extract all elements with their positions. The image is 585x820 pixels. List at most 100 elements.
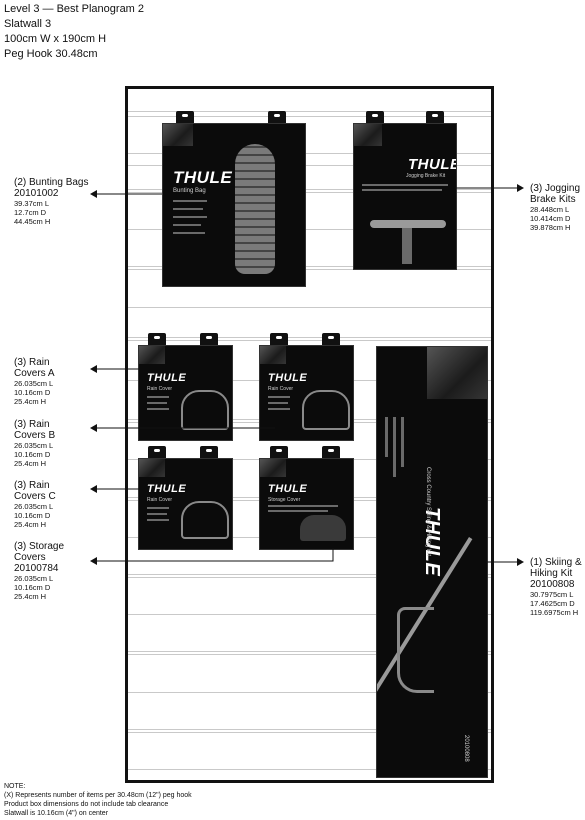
label-rain-covers-c: (3) Rain Covers C 26.035cm L 10.16cm D 2… <box>14 480 56 529</box>
ski-binding-photo <box>397 607 434 693</box>
dim-length: 26.035cm L <box>14 502 54 511</box>
dim-length: 26.035cm L <box>14 574 54 583</box>
product-name: (2) Bunting Bags <box>14 177 89 188</box>
dim-height: 25.4cm H <box>14 520 47 529</box>
product-name: Covers <box>14 552 46 563</box>
jogging-brake-kit-package: THULE Jogging Brake Kit <box>353 123 457 270</box>
label-jogging-brake-kits: (3) Jogging Brake Kits 28.448cm L 10.414… <box>530 183 580 232</box>
brand-logo: THULE <box>147 483 187 495</box>
peg-tab <box>148 446 166 458</box>
product-name: Covers B <box>14 430 56 441</box>
peg-tab <box>322 446 340 458</box>
arrow-icon <box>517 184 524 192</box>
note-line: Slatwall is 10.16cm (4") on center <box>4 810 109 817</box>
trailer-photo <box>181 390 229 430</box>
dim-depth: 10.16cm D <box>14 511 51 520</box>
arrow-icon <box>90 424 97 432</box>
rain-cover-c-package: THULE Rain Cover <box>138 458 233 550</box>
dim-height: 25.4cm H <box>14 459 47 468</box>
dim-height: 44.45cm H <box>14 217 51 226</box>
peg-tab <box>200 333 218 345</box>
brand-logo: THULE <box>147 372 187 384</box>
peg-tab <box>268 111 286 123</box>
planogram-title: Level 3 — Best Planogram 2 <box>4 3 145 15</box>
trailer-photo <box>302 390 350 430</box>
skiing-hiking-kit-package: THULE Cross Country Skiing & Hiking Kit … <box>376 346 488 778</box>
arrow-icon <box>517 558 524 566</box>
product-name: (3) Jogging <box>530 183 581 194</box>
dim-length: 26.035cm L <box>14 379 54 388</box>
label-rain-covers-a: (3) Rain Covers A 26.035cm L 10.16cm D 2… <box>14 357 55 406</box>
product-code: 20101002 <box>14 188 59 199</box>
dim-depth: 10.414cm D <box>530 214 571 223</box>
storage-cover-package: THULE Storage Cover <box>259 458 354 550</box>
product-name: (1) Skiing & <box>530 557 582 568</box>
product-name: (3) Rain <box>14 480 50 491</box>
dim-height: 25.4cm H <box>14 592 47 601</box>
trailer-photo <box>181 501 229 539</box>
dim-length: 26.035cm L <box>14 441 54 450</box>
package-code: 20100808 <box>463 735 469 762</box>
dim-depth: 10.16cm D <box>14 450 51 459</box>
package-title: Storage Cover <box>268 497 301 503</box>
rain-cover-b-package: THULE Rain Cover <box>259 345 354 441</box>
product-name: Brake Kits <box>530 194 576 205</box>
label-skiing-hiking-kit: (1) Skiing & Hiking Kit 20100808 30.7975… <box>530 557 582 617</box>
label-bunting-bags: (2) Bunting Bags 20101002 39.37cm L 12.7… <box>14 177 89 226</box>
arrow-icon <box>90 190 97 198</box>
rain-cover-a-package: THULE Rain Cover <box>138 345 233 441</box>
label-rain-covers-b: (3) Rain Covers B 26.035cm L 10.16cm D 2… <box>14 419 55 468</box>
slatwall-size: 100cm W x 190cm H <box>4 33 107 45</box>
arrow-icon <box>90 365 97 373</box>
peg-tab <box>270 446 288 458</box>
peg-tab <box>148 333 166 345</box>
dim-length: 28.448cm L <box>530 205 570 214</box>
product-name: Covers C <box>14 491 56 502</box>
product-name: Covers A <box>14 368 55 379</box>
peg-tab <box>366 111 384 123</box>
brake-stem-photo <box>402 228 412 264</box>
peg-tab <box>270 333 288 345</box>
package-title: Cross Country Skiing & Hiking Kit <box>425 467 431 557</box>
product-code: 20100808 <box>530 579 575 590</box>
peg-tab <box>322 333 340 345</box>
brand-logo: THULE <box>268 483 308 495</box>
brand-logo: THULE <box>268 372 308 384</box>
product-code: 20100784 <box>14 563 59 574</box>
product-name: Hiking Kit <box>530 568 573 579</box>
package-title: Rain Cover <box>147 386 173 392</box>
package-title: Bunting Bag <box>173 188 206 194</box>
dim-depth: 17.4625cm D <box>530 599 575 608</box>
label-storage-covers: (3) Storage Covers 20100784 26.035cm L 1… <box>14 541 64 601</box>
brand-logo: THULE <box>408 156 457 173</box>
arrow-icon <box>90 557 97 565</box>
package-title: Rain Cover <box>268 386 294 392</box>
dim-depth: 10.16cm D <box>14 388 51 397</box>
product-name: (3) Rain <box>14 419 50 430</box>
bunting-bag-package: THULE Bunting Bag <box>162 123 306 287</box>
slatwall-name: Slatwall 3 <box>4 18 52 30</box>
storage-cover-photo <box>300 515 346 541</box>
note-line: Product box dimensions do not include ta… <box>4 801 169 808</box>
package-title: Jogging Brake Kit <box>406 173 446 179</box>
arrow-icon <box>90 485 97 493</box>
dim-depth: 12.7cm D <box>14 208 47 217</box>
bunting-bag-photo <box>235 144 275 274</box>
package-title: Rain Cover <box>147 497 173 503</box>
dim-length: 30.7975cm L <box>530 590 574 599</box>
dim-length: 39.37cm L <box>14 199 50 208</box>
brand-logo: THULE <box>421 507 443 577</box>
note-title: NOTE: <box>4 783 26 790</box>
product-name: (3) Rain <box>14 357 50 368</box>
dim-height: 39.878cm H <box>530 223 571 232</box>
peg-tab <box>176 111 194 123</box>
dim-height: 119.6975cm H <box>530 608 579 617</box>
peg-hook-length: Peg Hook 30.48cm <box>4 48 98 60</box>
dim-height: 25.4cm H <box>14 397 47 406</box>
peg-tab <box>200 446 218 458</box>
brand-logo: THULE <box>173 168 233 187</box>
dim-depth: 10.16cm D <box>14 583 51 592</box>
peg-tab <box>426 111 444 123</box>
note-line: (X) Represents number of items per 30.48… <box>4 792 192 799</box>
product-name: (3) Storage <box>14 541 65 552</box>
